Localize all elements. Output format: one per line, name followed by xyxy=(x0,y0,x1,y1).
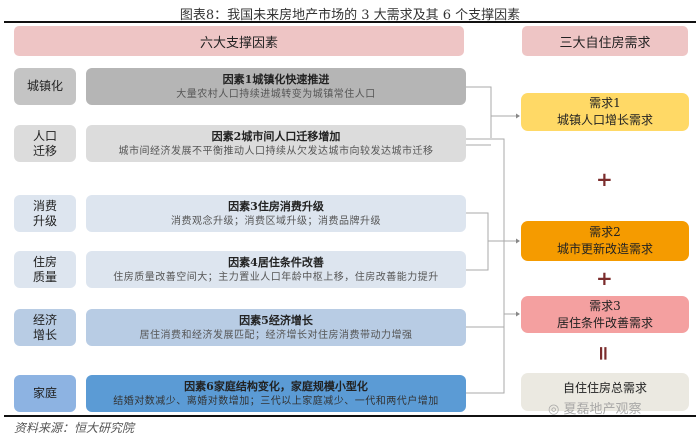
source-note: 资料来源：恒大研究院 xyxy=(14,421,135,435)
factor-label-migration: 人口 迁移 xyxy=(14,125,76,162)
factor-2-desc: 城市间经济发展不平衡推动人口持续从欠发达城市向较发达城市迁移 xyxy=(118,146,434,157)
factor-3-title: 因素3住房消费升级 xyxy=(228,200,324,213)
factors-header: 六大支撑因素 xyxy=(14,26,464,56)
title-divider xyxy=(4,21,696,23)
wechat-icon: ◎ xyxy=(548,402,560,417)
factor-6-desc: 结婚对数减少、离婚对数增加；三代以上家庭减少、一代和两代户增加 xyxy=(113,396,439,407)
factor-1-box: 因素1城镇化快速推进大量农村人口持续进城转变为城镇常住人口 xyxy=(86,68,466,105)
factor-3-desc: 消费观念升级；消费区域升级；消费品牌升级 xyxy=(171,216,381,227)
need-2-desc: 城市更新改造需求 xyxy=(556,242,653,256)
plus-icon: + xyxy=(596,266,613,290)
need-3-desc: 居住条件改善需求 xyxy=(556,315,653,330)
factor-3-box: 因素3住房消费升级消费观念升级；消费区域升级；消费品牌升级 xyxy=(86,195,466,232)
factor-label-economy: 经济 增长 xyxy=(14,309,76,346)
factor-6-title: 因素6家庭结构变化，家庭规模小型化 xyxy=(184,380,368,393)
need-2-box: 需求2 城市更新改造需求 xyxy=(521,221,689,261)
factor-1-desc: 大量农村人口持续进城转变为城镇常住人口 xyxy=(176,89,376,100)
need-3-title: 需求3 xyxy=(589,298,621,313)
total-demand-box: 自住住房总需求 xyxy=(521,373,689,411)
factor-4-box: 因素4居住条件改善住房质量改善空间大；主力置业人口年龄中枢上移，住房改善能力提升 xyxy=(86,251,466,288)
watermark-text: 夏磊地产观察 xyxy=(563,402,642,417)
factor-5-title: 因素5经济增长 xyxy=(239,314,313,327)
factor-2-title: 因素2城市间人口迁移增加 xyxy=(211,130,341,143)
factor-5-box: 因素5经济增长居住消费和经济发展匹配；经济增长对住房消费带动力增强 xyxy=(86,309,466,346)
need-2-title: 需求2 xyxy=(589,225,621,239)
factor-2-box: 因素2城市间人口迁移增加城市间经济发展不平衡推动人口持续从欠发达城市向较发达城市… xyxy=(86,125,466,162)
plus-icon: + xyxy=(596,167,613,191)
factor-label-housing-quality: 住房 质量 xyxy=(14,251,76,288)
footer-divider xyxy=(4,415,696,417)
figure-title: 图表8：我国未来房地产市场的 3 大需求及其 6 个支撑因素 xyxy=(179,8,521,23)
factor-1-title: 因素1城镇化快速推进 xyxy=(222,73,330,86)
factor-label-family: 家庭 xyxy=(14,375,76,412)
need-1-desc: 城镇人口增长需求 xyxy=(556,113,653,127)
factor-label-urbanization: 城镇化 xyxy=(14,68,76,105)
equals-icon: = xyxy=(592,345,616,362)
need-3-box: 需求3 居住条件改善需求 xyxy=(521,296,689,333)
factor-label-consumption: 消费 升级 xyxy=(14,195,76,232)
watermark: ◎ 夏磊地产观察 xyxy=(548,398,642,417)
need-1-title: 需求1 xyxy=(589,96,621,110)
factor-6-box: 因素6家庭结构变化，家庭规模小型化结婚对数减少、离婚对数增加；三代以上家庭减少、… xyxy=(86,375,466,412)
needs-header: 三大自住房需求 xyxy=(522,26,688,56)
factor-5-desc: 居住消费和经济发展匹配；经济增长对住房消费带动力增强 xyxy=(139,330,413,341)
factor-4-title: 因素4居住条件改善 xyxy=(228,256,324,269)
need-1-box: 需求1 城镇人口增长需求 xyxy=(521,93,689,131)
factor-4-desc: 住房质量改善空间大；主力置业人口年龄中枢上移，住房改善能力提升 xyxy=(113,272,439,283)
